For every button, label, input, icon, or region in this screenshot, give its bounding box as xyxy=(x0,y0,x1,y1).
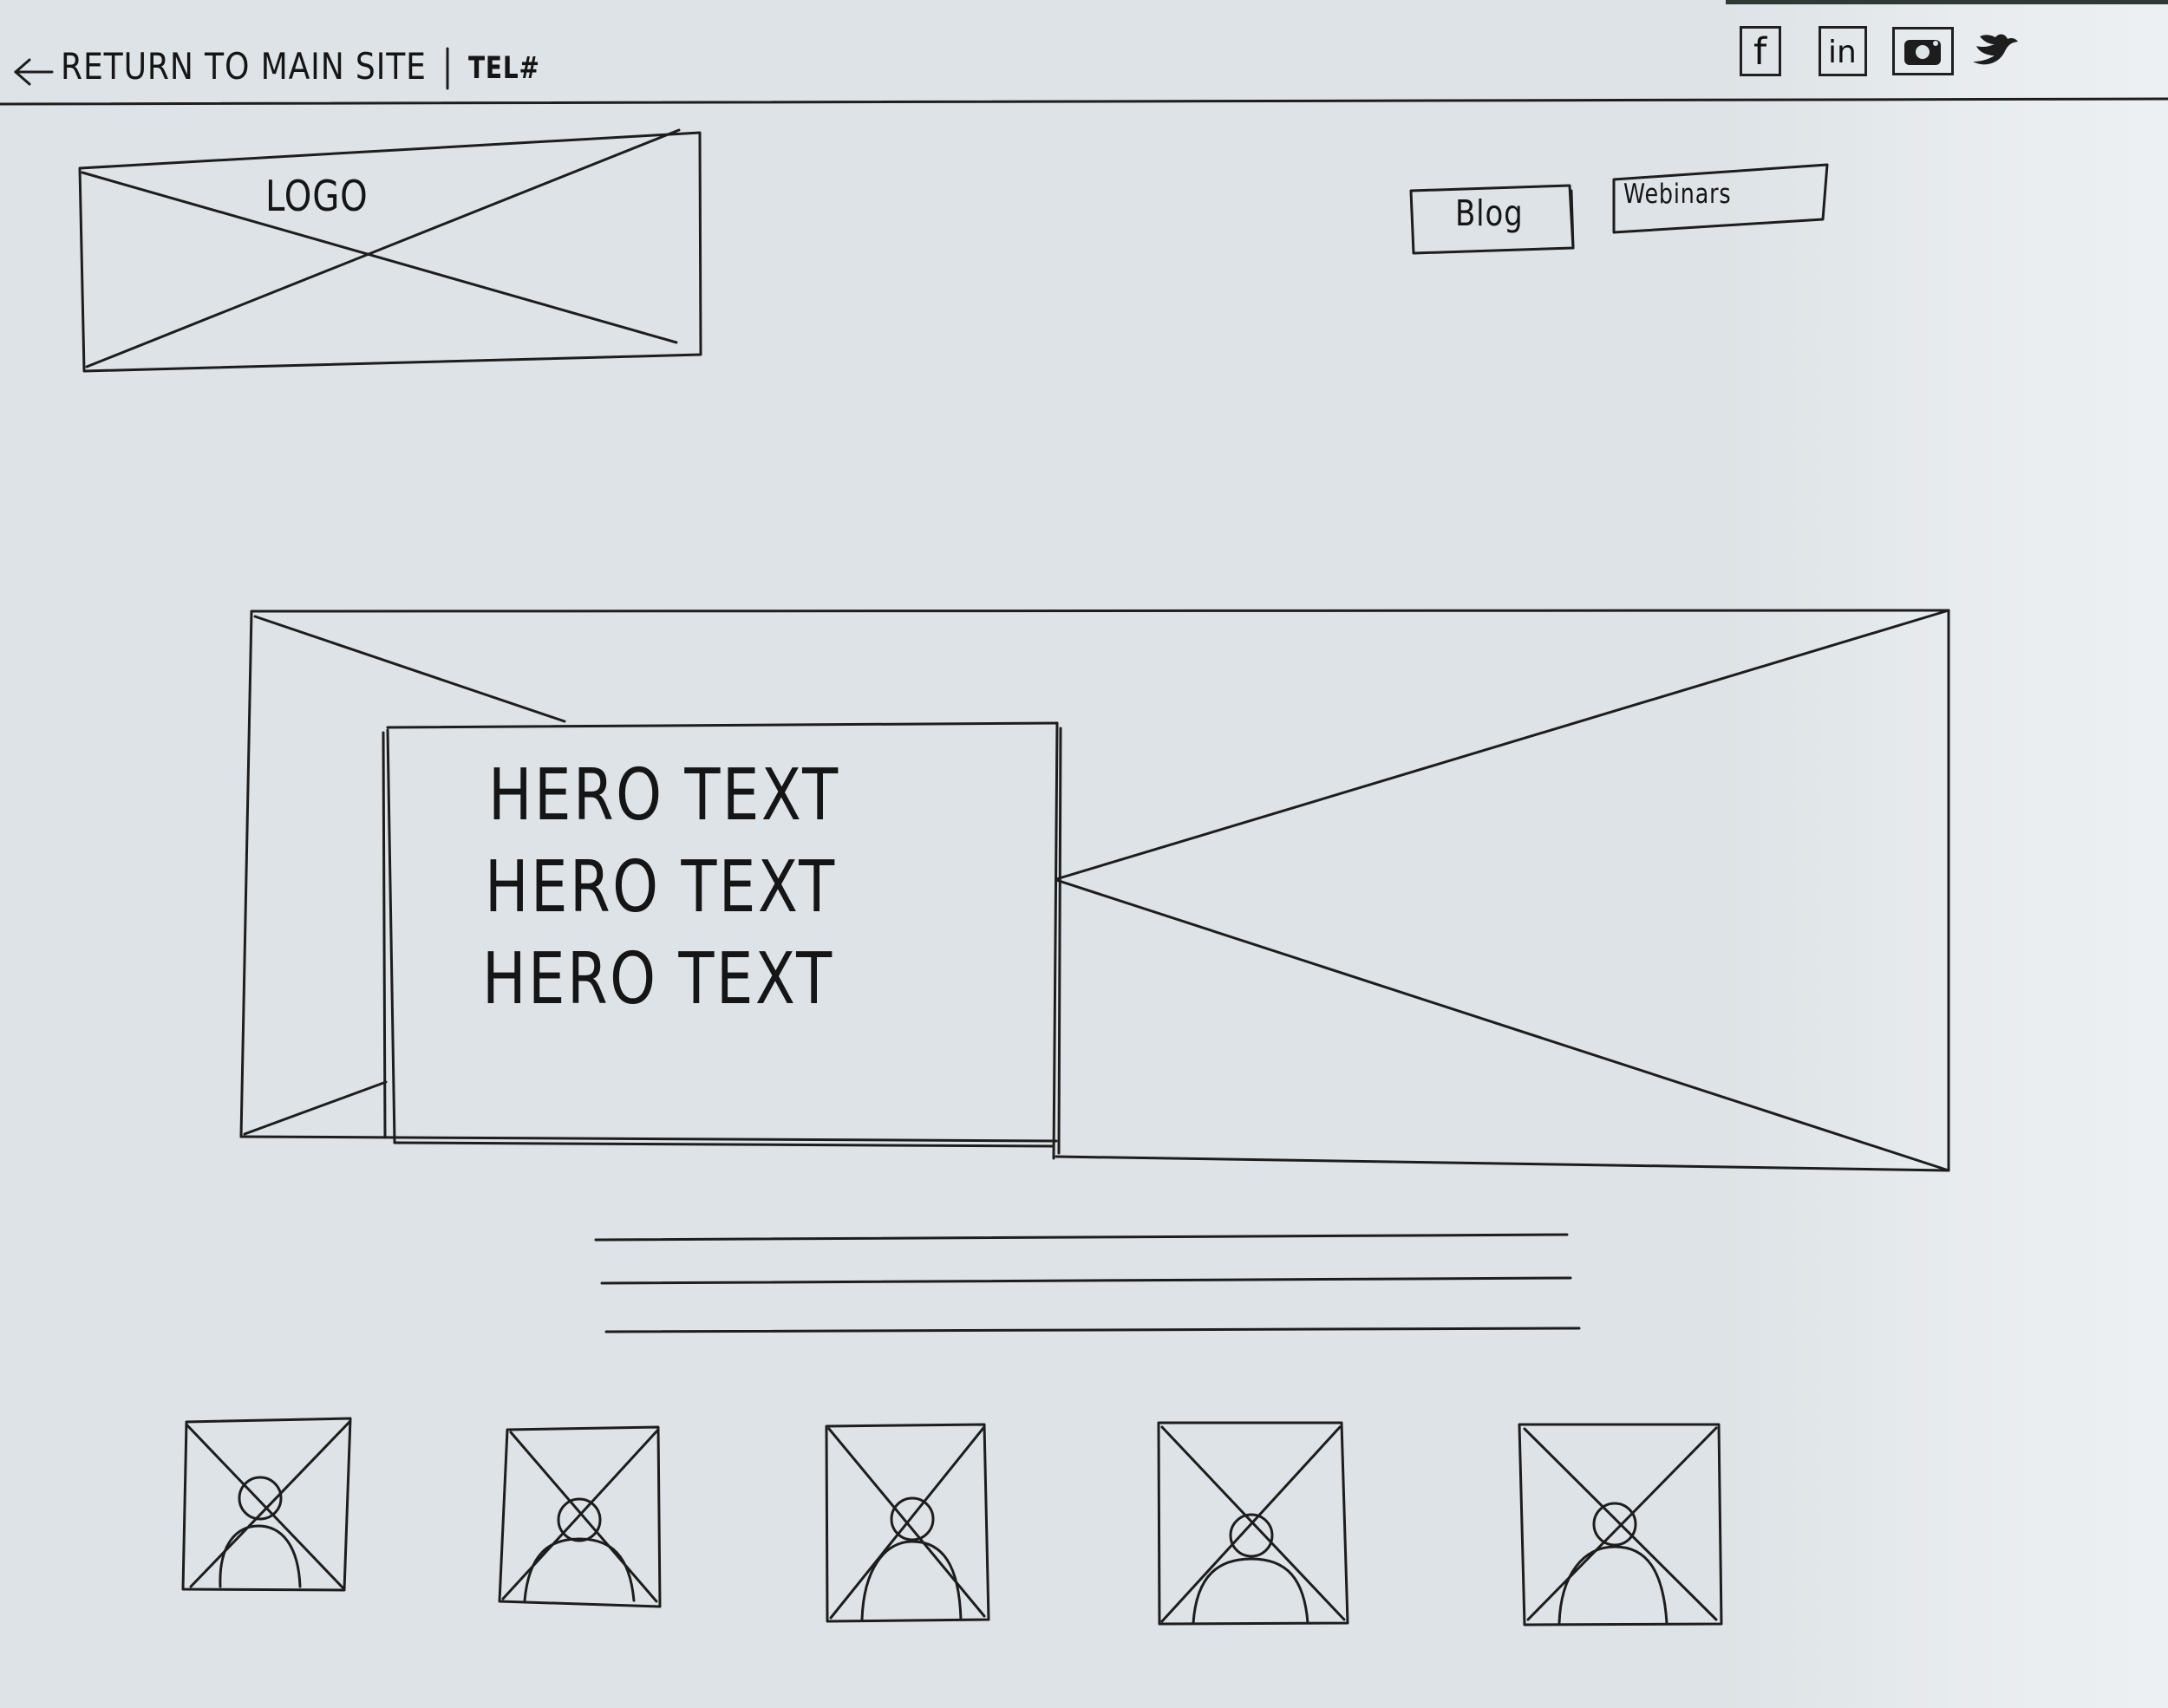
person-icon xyxy=(1557,1502,1668,1625)
linkedin-icon[interactable]: in xyxy=(1819,26,1867,76)
instagram-icon[interactable] xyxy=(1892,27,1954,75)
instagram-glyph xyxy=(1904,40,1941,65)
logo-placeholder xyxy=(78,128,702,373)
person-icon xyxy=(523,1497,636,1602)
person-icon xyxy=(860,1496,963,1621)
nav-blog-label[interactable]: Blog xyxy=(1455,192,1524,234)
hero-text-line-2: HERO TEXT xyxy=(485,846,837,929)
profile-card-5[interactable] xyxy=(1518,1423,1723,1627)
tel-label: TEL# xyxy=(468,51,540,86)
hero-text-line-3: HERO TEXT xyxy=(482,938,834,1020)
hero-text-card xyxy=(382,721,1062,1160)
profile-card-4[interactable] xyxy=(1157,1421,1349,1626)
person-icon xyxy=(1192,1513,1309,1625)
left-arrow-icon[interactable] xyxy=(14,58,54,86)
twitter-glyph xyxy=(1973,34,2018,65)
blog-nav-box[interactable] xyxy=(1409,184,1575,255)
facebook-icon[interactable]: f xyxy=(1740,26,1781,76)
nav-webinars-label[interactable]: Webinars xyxy=(1623,179,1732,210)
hero-text-line-1: HERO TEXT xyxy=(488,754,840,837)
linkedin-label: in xyxy=(1828,35,1857,70)
profile-card-2[interactable] xyxy=(498,1425,662,1608)
webinars-nav-box[interactable] xyxy=(1612,163,1829,234)
profile-card-1[interactable] xyxy=(181,1417,352,1592)
twitter-icon[interactable] xyxy=(1968,25,2028,75)
logo-label: LOGO xyxy=(265,172,369,221)
top-corner-shadow xyxy=(1726,0,2168,4)
person-icon xyxy=(219,1476,302,1588)
profile-card-3[interactable] xyxy=(825,1423,990,1623)
text-lines-placeholder xyxy=(594,1233,1581,1333)
facebook-label: f xyxy=(1753,30,1767,74)
top-bar-divider xyxy=(0,97,2168,106)
hero-image-placeholder xyxy=(239,609,1950,1172)
return-to-main-site-link[interactable]: RETURN TO MAIN SITE xyxy=(61,45,427,88)
